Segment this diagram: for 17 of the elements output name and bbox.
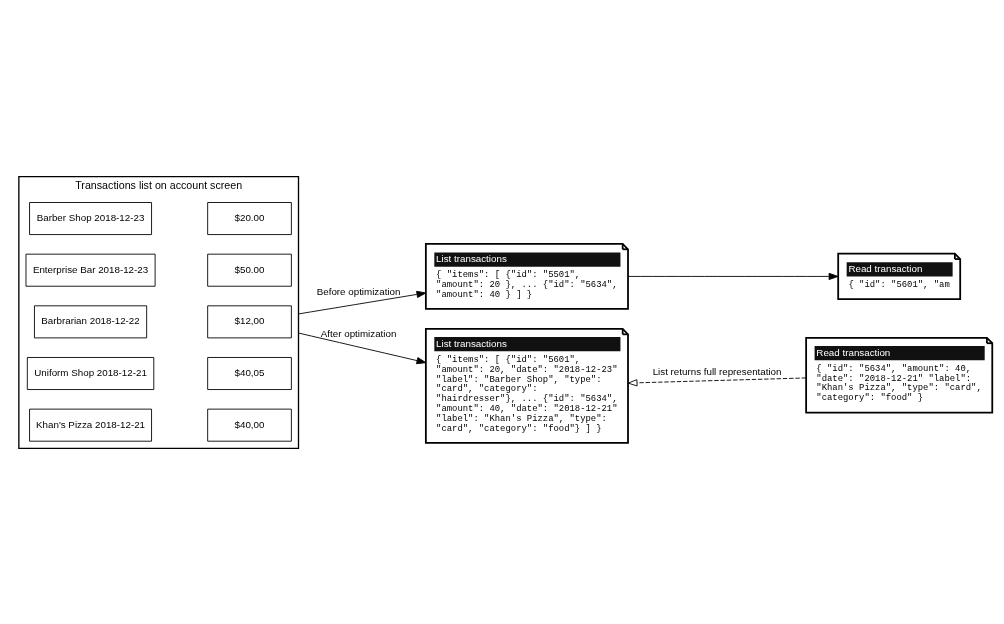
- node-box: $12,00: [207, 304, 292, 338]
- node-box: $50.00: [207, 253, 292, 287]
- node-box: $40,00: [207, 408, 292, 442]
- edge-label: After optimization: [320, 327, 397, 339]
- node-box: Uniform Shop 2018-12-21: [26, 356, 155, 390]
- node-box: Khan's Pizza 2018-12-21: [29, 408, 152, 442]
- edge-label: Before optimization: [316, 285, 401, 297]
- edge-label: List returns full representation: [652, 365, 782, 377]
- arrow: [298, 290, 427, 314]
- node-box: Barber Shop 2018-12-23: [29, 201, 152, 235]
- node-box: $20.00: [207, 201, 292, 235]
- node-box: Barbrarian 2018-12-22: [34, 304, 148, 338]
- arrow: [627, 377, 807, 386]
- arrow: [627, 272, 839, 280]
- node-box: Enterprise Bar 2018-12-23: [25, 253, 156, 287]
- arrow: [298, 332, 427, 364]
- node-box: $40,05: [207, 356, 292, 390]
